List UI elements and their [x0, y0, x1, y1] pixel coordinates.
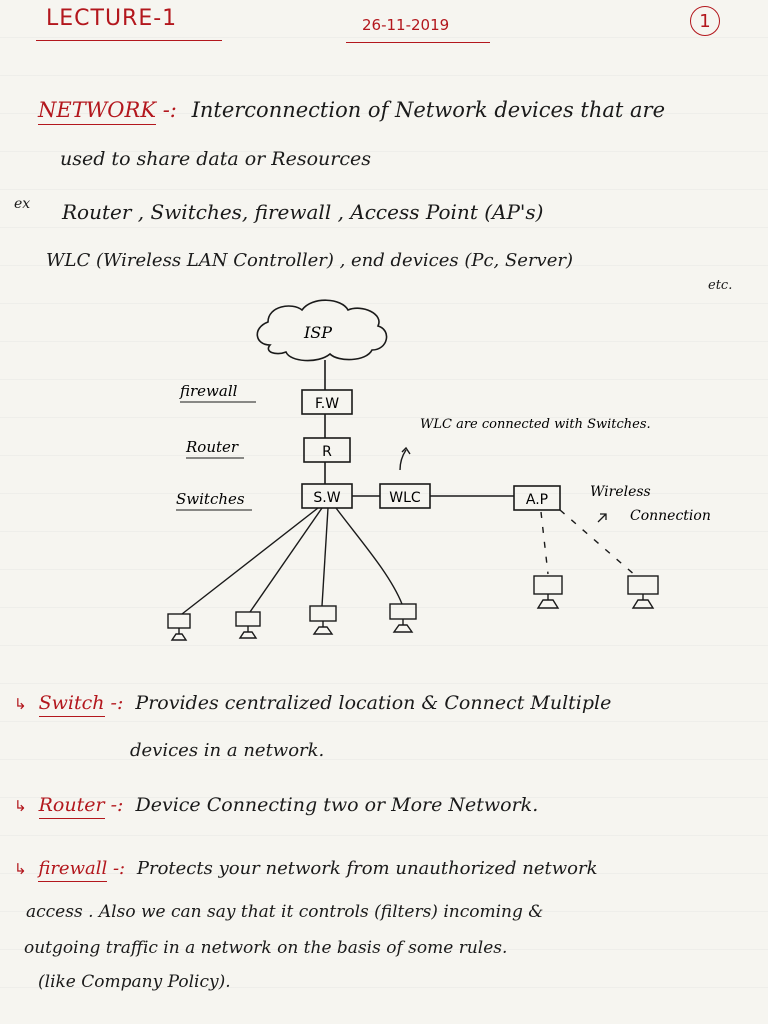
router-box — [303, 437, 351, 463]
wire-pc-1 — [181, 507, 319, 615]
firewall-definition-line1: Protects your network from unauthorized … — [136, 858, 598, 879]
pc-icon — [235, 611, 261, 639]
firewall-definition-line4: (like Company Policy). — [38, 972, 231, 992]
wire-pc-2 — [249, 507, 323, 613]
wireless-note-arrow — [597, 513, 607, 523]
firewall-box — [301, 389, 353, 415]
firewall-box-label: F.W — [315, 396, 339, 412]
arrow-bullet-icon: ↳ — [14, 695, 27, 713]
router-definition-line1: Device Connecting two or More Network. — [135, 794, 539, 816]
pc-icon — [627, 575, 659, 609]
lecture-date: 26-11-2019 — [362, 16, 450, 34]
network-definition-line1: Interconnection of Network devices that … — [191, 98, 665, 122]
ap-box — [513, 485, 561, 511]
firewall-definition-line2: access . Also we can say that it control… — [26, 902, 544, 922]
wireless-link-1 — [540, 511, 549, 575]
firewall-term: firewall — [38, 858, 108, 882]
switches-label: Switches — [176, 490, 245, 508]
example-prefix: ex — [14, 196, 31, 212]
router-term: Router — [38, 794, 105, 819]
isp-cloud-shape — [256, 299, 388, 362]
date-underline — [346, 42, 490, 43]
lecture-title: LECTURE-1 — [46, 6, 178, 31]
wire-pc-4 — [335, 507, 403, 605]
pc-icon — [533, 575, 563, 609]
network-diagram: ISP F.W R S.W WLC A.P — [167, 299, 711, 641]
wlc-box-label: WLC — [389, 490, 421, 506]
router-sep: -: — [110, 794, 124, 816]
router-definition-row: ↳ Router -: Device Connecting two or Mor… — [14, 794, 539, 819]
wlc-note-arrow — [399, 446, 411, 471]
switch-box-label: S.W — [313, 490, 340, 506]
firewall-definition-row: ↳ firewall -: Protects your network from… — [14, 858, 598, 882]
pc-icon — [309, 605, 337, 635]
router-label: Router — [185, 438, 239, 456]
pc-icon — [167, 613, 191, 641]
firewall-label: firewall — [179, 382, 238, 400]
network-term: NETWORK — [38, 98, 157, 125]
switch-term: Switch — [38, 692, 105, 717]
network-definition-row: NETWORK -: Interconnection of Network de… — [38, 98, 665, 125]
wireless-link-2 — [559, 509, 637, 577]
wlc-note: WLC are connected with Switches. — [420, 417, 651, 432]
page-number: 1 — [690, 6, 720, 36]
etc-note: etc. — [708, 278, 733, 293]
isp-label: ISP — [303, 323, 332, 342]
switch-definition-line2: devices in a network. — [130, 740, 325, 761]
arrow-bullet-icon: ↳ — [14, 860, 27, 878]
wire-pc-3 — [321, 507, 329, 607]
firewall-sep: -: — [112, 858, 126, 879]
network-definition-line2: used to share data or Resources — [60, 148, 371, 170]
ap-box-label: A.P — [526, 492, 548, 508]
firewall-definition-line3: outgoing traffic in a network on the bas… — [24, 938, 508, 958]
example-line1: Router , Switches, firewall , Access Poi… — [62, 200, 544, 224]
pc-icon — [389, 603, 417, 633]
wireless-label-1: Wireless — [590, 484, 651, 500]
router-box-label: R — [322, 444, 332, 460]
switch-sep: -: — [110, 692, 124, 714]
example-line2: WLC (Wireless LAN Controller) , end devi… — [46, 250, 574, 271]
switch-definition-row: ↳ Switch -: Provides centralized locatio… — [14, 692, 612, 717]
network-sep: -: — [162, 98, 177, 122]
wireless-label-2: Connection — [630, 508, 711, 524]
switch-definition-line1: Provides centralized location & Connect … — [135, 692, 612, 714]
arrow-bullet-icon: ↳ — [14, 797, 27, 815]
title-underline — [36, 40, 222, 41]
